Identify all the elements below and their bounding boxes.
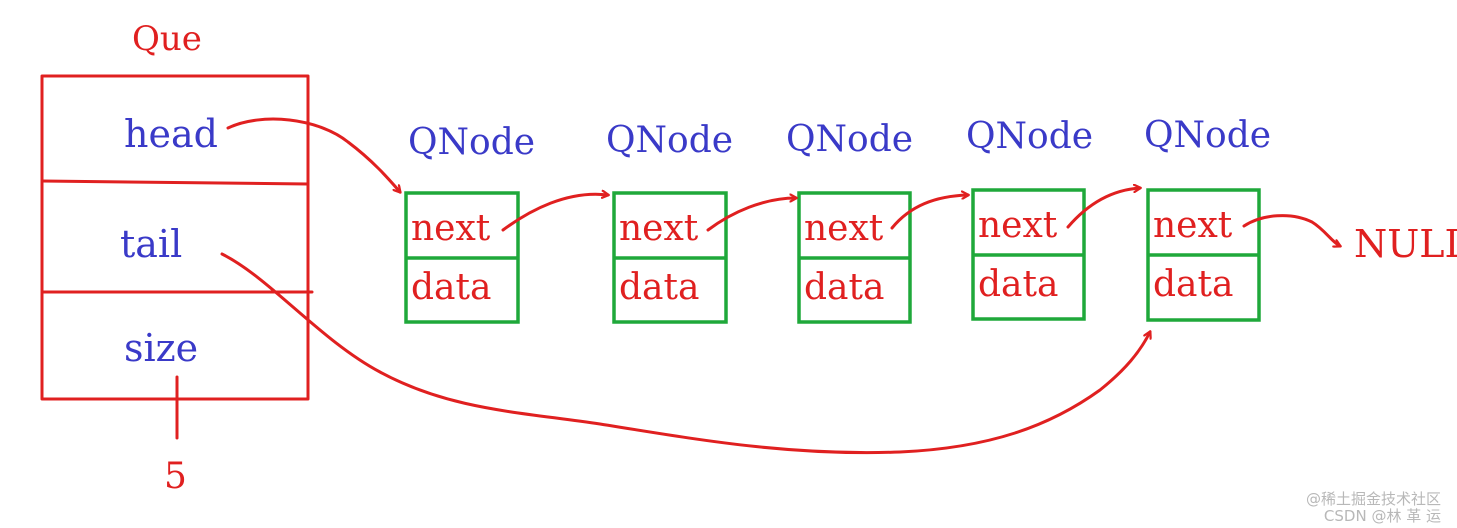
- arrow-head-to-node1: [226, 117, 400, 192]
- qnode-4-field-next: next: [978, 205, 1058, 246]
- qnode-2: QNode next data: [606, 120, 733, 324]
- queue-struct-border: [40, 74, 310, 401]
- qnode-2-field-next: next: [619, 208, 699, 249]
- qnode-5: QNode next data: [1144, 115, 1271, 322]
- qnode-1-field-data: data: [411, 267, 491, 308]
- qnode-3-field-next: next: [804, 208, 884, 249]
- qnode-2-title: QNode: [606, 120, 733, 161]
- qnode-5-title: QNode: [1144, 115, 1271, 156]
- arrow-node3-to-node4: [890, 195, 968, 230]
- qnode-1-title: QNode: [408, 122, 535, 163]
- qnode-4: QNode next data: [966, 116, 1093, 321]
- qnode-3-title: QNode: [786, 119, 913, 160]
- qnode-2-field-data: data: [619, 267, 699, 308]
- qnode-3: QNode next data: [786, 119, 913, 324]
- arrow-node2-to-node3: [706, 198, 796, 232]
- queue-field-size: size: [124, 326, 198, 370]
- qnode-5-field-data: data: [1153, 264, 1233, 305]
- qnode-5-field-next: next: [1153, 205, 1233, 246]
- null-terminal: NULL: [1354, 222, 1457, 266]
- queue-field-head: head: [124, 112, 218, 156]
- size-value: 5: [164, 456, 187, 497]
- arrow-node1-to-node2: [501, 194, 608, 232]
- watermark-line-1: @稀土掘金技术社区: [1305, 490, 1441, 508]
- watermark: @稀土掘金技术社区 CSDN @林 革 运: [1306, 491, 1441, 524]
- qnode-1: QNode next data: [404, 122, 535, 324]
- arrow-tail-to-node5: [220, 252, 1150, 455]
- arrow-node4-to-node5: [1066, 188, 1140, 229]
- queue-title: Que: [132, 19, 202, 59]
- qnode-4-title: QNode: [966, 116, 1093, 157]
- qnode-1-field-next: next: [411, 208, 491, 249]
- queue-field-tail: tail: [120, 222, 182, 266]
- arrow-node5-to-null: [1242, 214, 1340, 246]
- watermark-line-2: CSDN @林 革 运: [1323, 507, 1441, 525]
- qnode-3-field-data: data: [804, 267, 884, 308]
- queue-divider-head-tail: [40, 179, 310, 186]
- qnode-4-field-data: data: [978, 264, 1058, 305]
- queue-struct: [40, 74, 314, 401]
